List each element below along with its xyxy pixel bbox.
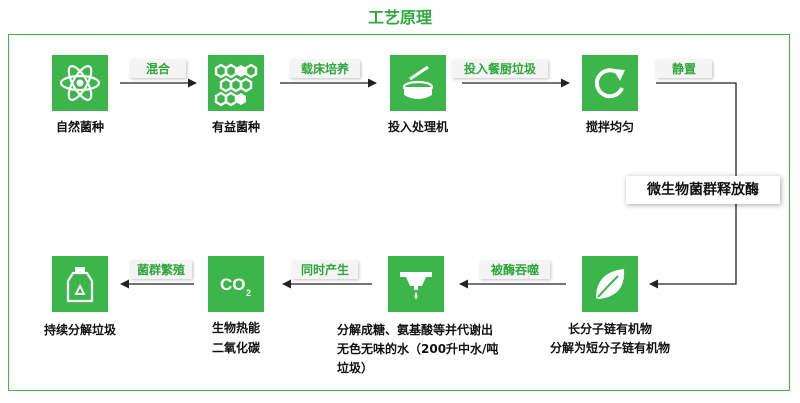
step-6-box	[388, 256, 444, 312]
step-7-box: CO 2	[208, 256, 264, 312]
connector-devoured-by-enzyme: 被酶吞噬	[480, 261, 550, 279]
recycle-bottle-icon	[66, 267, 94, 303]
leaf-icon	[596, 269, 625, 299]
arrow-4-top	[656, 82, 737, 176]
co2-subscript: 2	[246, 288, 251, 298]
connector-colony-proliferation: 菌群繁殖	[130, 261, 192, 279]
co2-icon: CO 2	[220, 275, 251, 298]
step-7-label: 生物热能 二氧化碳	[211, 321, 260, 355]
step-3-label: 投入处理机	[387, 120, 448, 134]
step-8-box	[52, 256, 108, 312]
step-2-label: 有益菌种	[211, 120, 260, 134]
step-3-box	[390, 55, 446, 111]
step-4-label: 搅拌均匀	[585, 120, 634, 134]
step-5-label: 长分子链有机物 分解为短分子链有机物	[549, 322, 670, 355]
step-1-box	[52, 55, 108, 111]
step-5-box	[582, 256, 638, 312]
step-4-box	[582, 55, 638, 111]
bowl-icon	[402, 65, 434, 99]
step-2-box	[208, 55, 264, 111]
step-6-label: 分解成糖、氨基酸等并代谢出无色无味的水（200升中水/吨垃圾）	[337, 323, 499, 375]
connector-add-kitchen-waste: 投入餐厨垃圾	[452, 60, 548, 78]
connector-mix: 混合	[130, 60, 186, 78]
connector-stand: 静置	[656, 60, 712, 78]
faucet-icon	[400, 272, 432, 299]
diagram-frame	[8, 34, 790, 391]
refresh-icon	[594, 68, 625, 99]
atom-icon	[59, 65, 101, 101]
arrow-4-bottom	[649, 204, 737, 289]
connector-simultaneously-produce: 同时产生	[292, 261, 358, 279]
hexagons-icon	[214, 63, 258, 107]
step-1-label: 自然菌种	[55, 120, 104, 134]
co2-text: CO	[220, 275, 246, 294]
step-8-label: 持续分解垃圾	[43, 323, 116, 337]
enzyme-release-label: 微生物菌群释放酶	[626, 176, 780, 204]
connector-bed-culture: 载床培养	[290, 60, 360, 78]
page-title: 工艺原理	[367, 8, 432, 27]
